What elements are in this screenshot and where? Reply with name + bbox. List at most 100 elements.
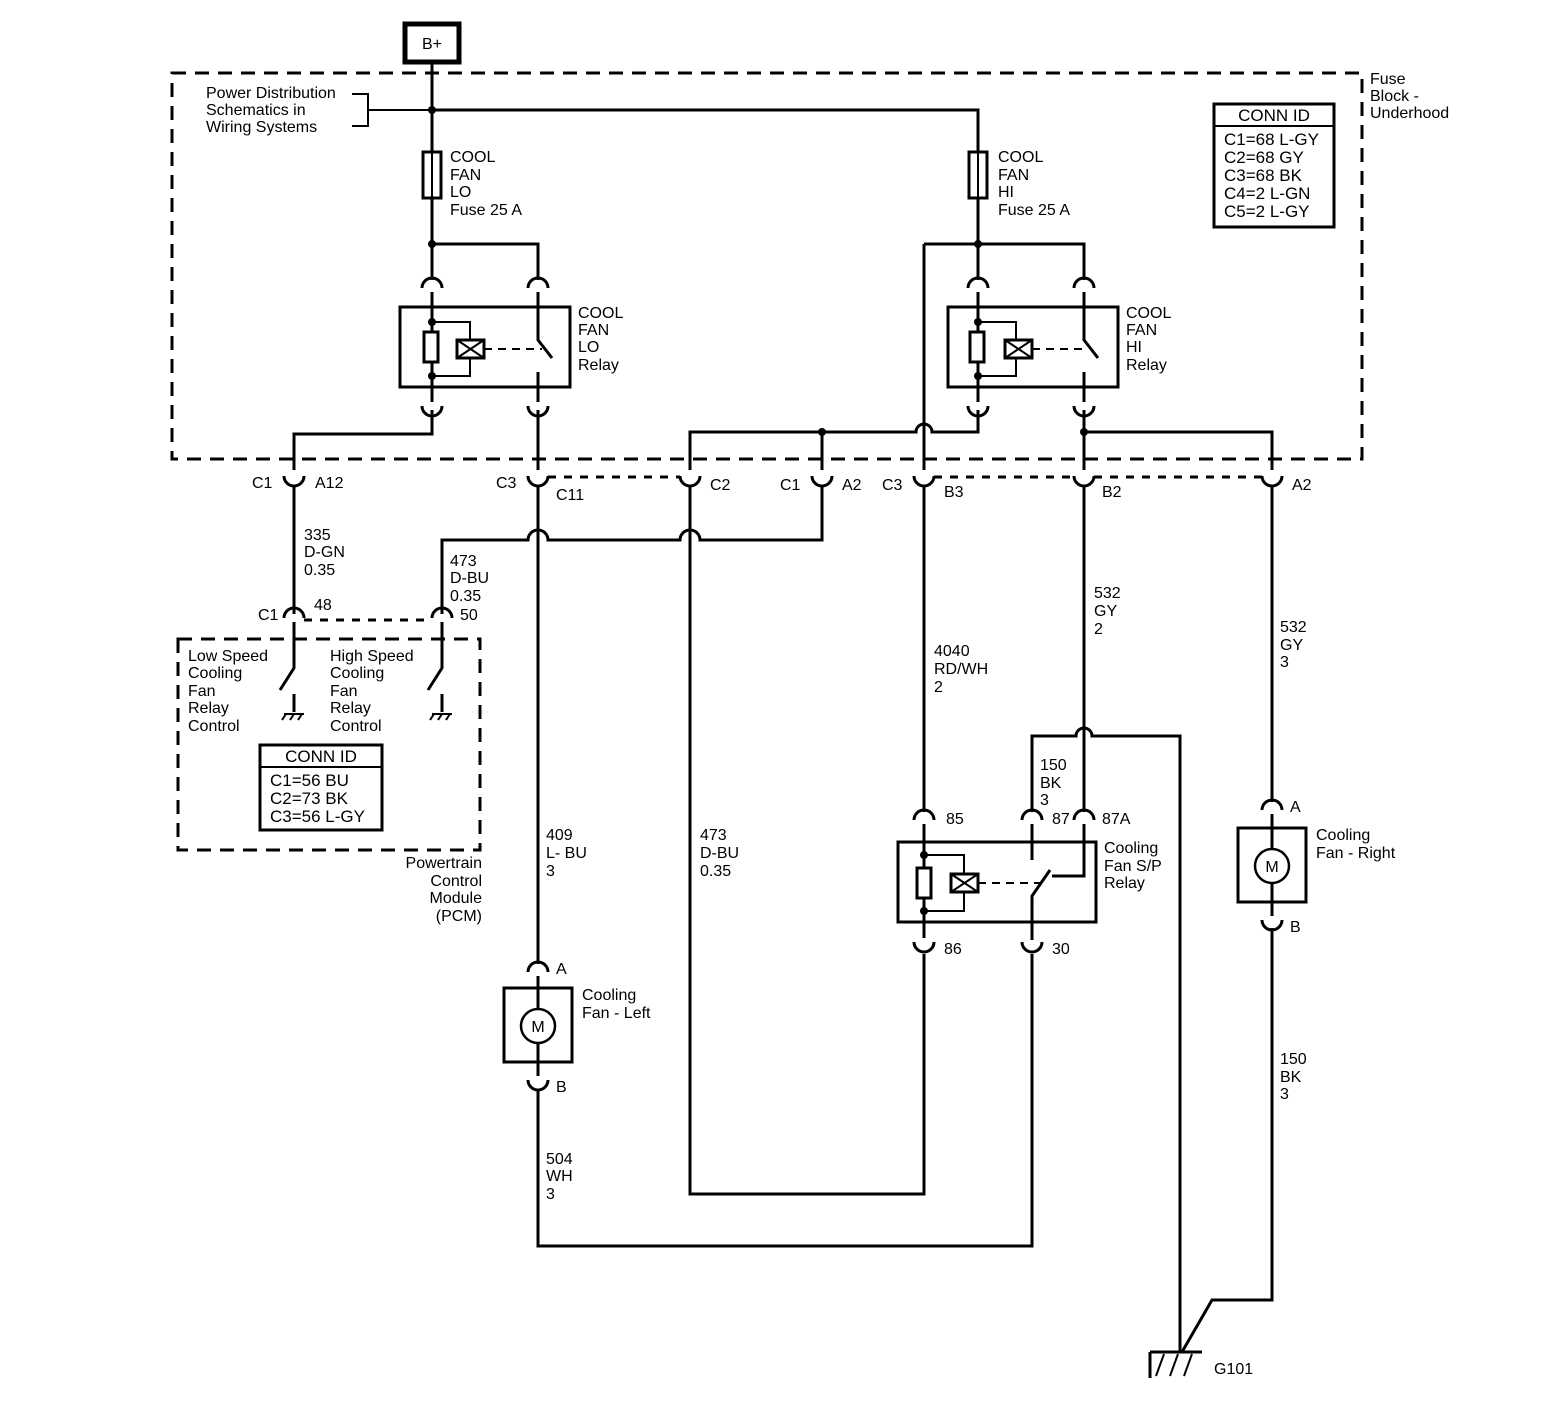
conn-c2: C2 [710,477,731,494]
svg-text:0.35: 0.35 [450,588,481,605]
svg-text:Cooling: Cooling [188,665,242,682]
fan-left-pin-a: A [556,961,567,978]
wire-label-4040: 4040 RD/WH 2 [934,643,988,696]
svg-text:Fan - Left: Fan - Left [582,1005,651,1022]
fuse-block-label: Fuse Block - Underhood [1370,71,1449,122]
svg-text:0.35: 0.35 [700,863,731,880]
svg-text:C3=68 BK: C3=68 BK [1224,166,1303,185]
power-distribution-reference: Power Distribution Schematics in Wiring … [206,85,432,136]
svg-text:GY: GY [1094,603,1117,620]
svg-text:COOL: COOL [450,149,495,166]
svg-text:C2=68 GY: C2=68 GY [1224,148,1304,167]
svg-text:Relay: Relay [578,357,619,374]
wire-label-335: 335 D-GN 0.35 [304,527,345,579]
svg-text:150: 150 [1280,1051,1307,1068]
conn-a2: A2 [1292,477,1312,494]
pcm-high-speed-label: High Speed Cooling Fan Relay Control [330,648,414,735]
svg-text:LO: LO [578,339,599,356]
svg-text:COOL: COOL [998,149,1043,166]
svg-text:D-BU: D-BU [700,845,739,862]
ground-label: G101 [1214,1361,1253,1378]
svg-text:Control: Control [430,873,482,890]
svg-text:C2=73 BK: C2=73 BK [270,789,349,808]
connector-row: C1 A12 C3 C11 C2 C1 A2 C3 B3 B2 A2 [252,475,1312,504]
svg-text:335: 335 [304,527,331,544]
svg-text:WH: WH [546,1168,573,1185]
svg-text:C4=2 L-GN: C4=2 L-GN [1224,184,1310,203]
sp-pin-85: 85 [946,811,964,828]
svg-text:C1=68 L-GY: C1=68 L-GY [1224,130,1319,149]
wire-label-473b: 473 D-BU 0.35 [700,827,739,880]
svg-text:CONN ID: CONN ID [285,747,357,766]
svg-text:Fuse: Fuse [1370,71,1406,88]
svg-text:3: 3 [546,1186,555,1203]
svg-text:HI: HI [1126,339,1142,356]
pcm-conn-id-table: CONN ID C1=56 BU C2=73 BK C3=56 L-GY [258,743,384,832]
pcm-pin-c1: C1 [258,607,279,624]
svg-text:3: 3 [1280,654,1289,671]
svg-text:Fan: Fan [188,683,216,700]
fuse-cool-fan-hi: COOL FAN HI Fuse 25 A [967,149,1070,219]
conn-c1-a2-right: A2 [842,477,862,494]
svg-text:HI: HI [998,184,1014,201]
cooling-fan-left: M A B Cooling Fan - Left [502,960,651,1096]
svg-text:150: 150 [1040,757,1067,774]
pcm-module: C1 48 50 Low Speed Cooling Fan Relay Con… [176,597,483,925]
conn-c1-a12-right: A12 [315,475,344,492]
sp-pin-86: 86 [944,941,962,958]
svg-text:Wiring Systems: Wiring Systems [206,119,317,136]
svg-text:Relay: Relay [188,700,229,717]
pcm-pin-48: 48 [314,597,332,614]
svg-text:Powertrain: Powertrain [406,855,482,872]
svg-text:COOL: COOL [578,305,623,322]
fuse-block-conn-id-table: CONN ID C1=68 L-GY C2=68 GY C3=68 BK C4=… [1212,102,1336,229]
svg-text:FAN: FAN [578,322,609,339]
harness-wires [292,486,1274,1353]
svg-text:LO: LO [450,184,471,201]
svg-text:Cooling: Cooling [1316,827,1370,844]
svg-text:FAN: FAN [1126,322,1157,339]
svg-text:Fuse 25 A: Fuse 25 A [450,202,522,219]
svg-text:Control: Control [330,718,382,735]
conn-c3-c11-right: C11 [556,487,584,504]
svg-text:C1=56 BU: C1=56 BU [270,771,349,790]
svg-text:532: 532 [1094,585,1121,602]
conn-c3-c11-left: C3 [496,475,517,492]
svg-text:Relay: Relay [1126,357,1167,374]
pcm-label: Powertrain Control Module (PCM) [406,855,483,925]
svg-text:D-GN: D-GN [304,544,345,561]
svg-text:0.35: 0.35 [304,562,335,579]
fan-left-pin-b: B [556,1079,567,1096]
svg-text:Block -: Block - [1370,88,1419,105]
svg-text:409: 409 [546,827,573,844]
svg-text:Schematics in: Schematics in [206,102,306,119]
svg-text:Underhood: Underhood [1370,105,1449,122]
wire-label-150b: 150 BK 3 [1280,1051,1307,1103]
wire-label-532a: 532 GY 2 [1094,585,1121,638]
svg-text:Relay: Relay [1104,875,1145,892]
svg-text:Fan - Right: Fan - Right [1316,845,1396,862]
wire-label-532b: 532 GY 3 [1280,619,1307,671]
sp-pin-30: 30 [1052,941,1070,958]
ground-g101-icon: G101 [1148,1350,1253,1378]
svg-text:3: 3 [546,863,555,880]
wire-label-504: 504 WH 3 [546,1151,573,1203]
pcm-pin-50: 50 [460,607,478,624]
svg-text:CONN ID: CONN ID [1238,106,1310,125]
svg-text:L- BU: L- BU [546,845,587,862]
svg-text:FAN: FAN [998,167,1029,184]
svg-text:Control: Control [188,718,240,735]
svg-text:RD/WH: RD/WH [934,661,988,678]
motor-right-icon: M [1265,859,1278,876]
svg-text:2: 2 [934,679,943,696]
svg-text:C5=2 L-GY: C5=2 L-GY [1224,202,1310,221]
pcm-low-speed-label: Low Speed Cooling Fan Relay Control [188,648,268,735]
cool-fan-lo-relay: COOL FAN LO Relay [398,198,623,418]
sp-pin-87a: 87A [1102,811,1131,828]
svg-text:D-BU: D-BU [450,570,489,587]
svg-text:Low Speed: Low Speed [188,648,268,665]
svg-text:504: 504 [546,1151,573,1168]
svg-text:Module: Module [430,890,483,907]
conn-c1-a2-left: C1 [780,477,801,494]
